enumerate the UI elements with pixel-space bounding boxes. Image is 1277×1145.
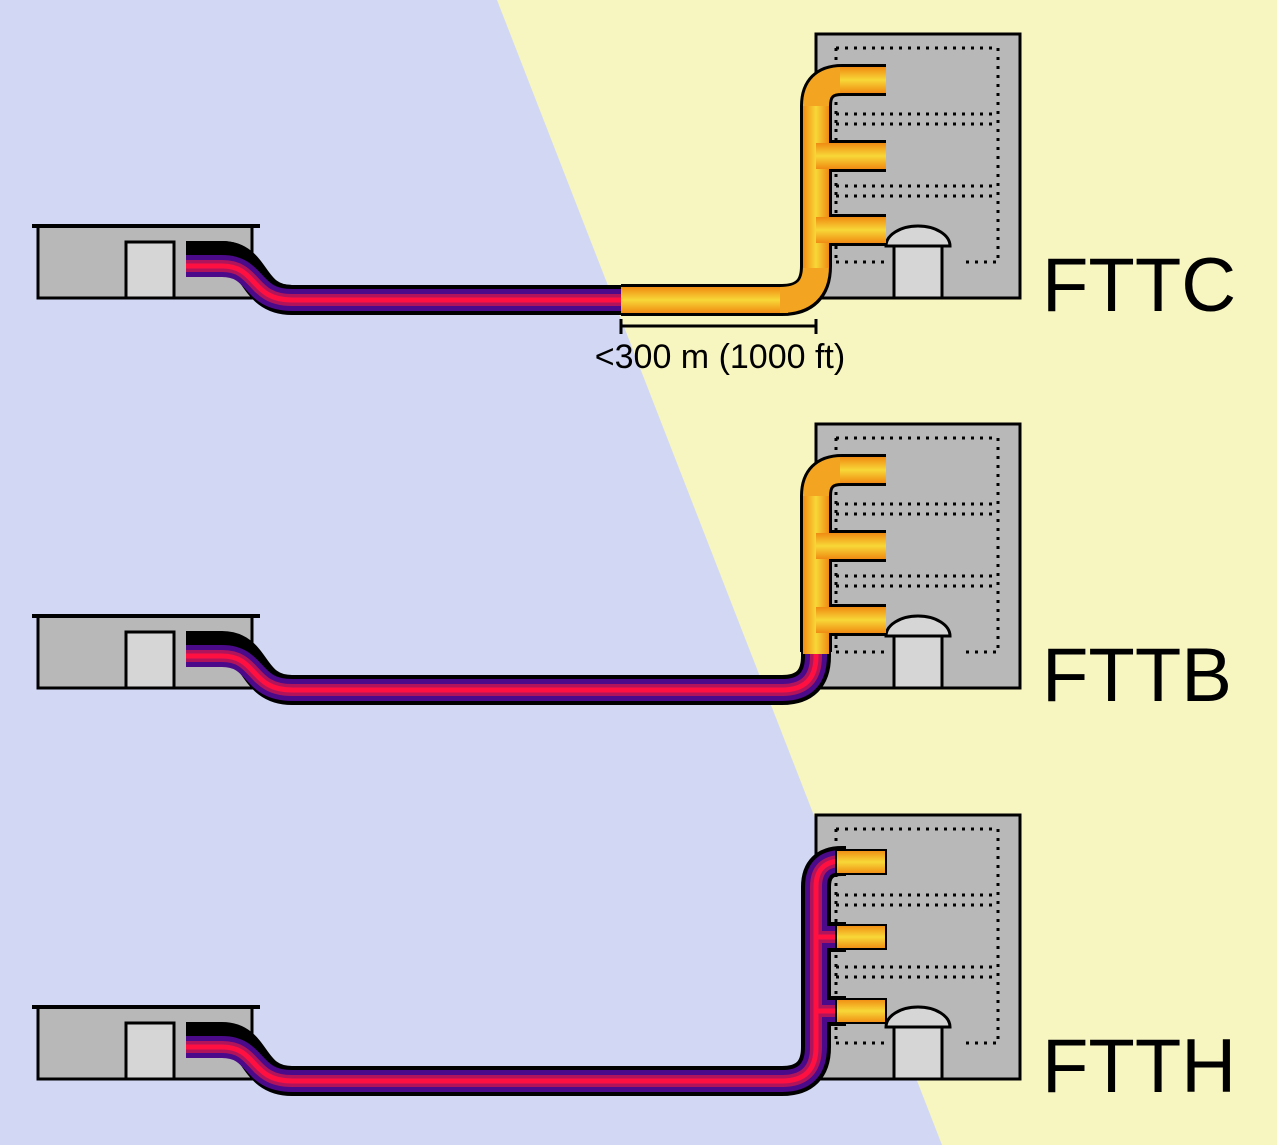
central-office-door <box>124 1021 176 1081</box>
fttb-label: FTTB <box>1042 633 1232 718</box>
copper-cable <box>835 849 887 1024</box>
ftth-label: FTTH <box>1042 1024 1236 1109</box>
copper-cable <box>800 454 886 654</box>
copper-cable <box>621 64 886 316</box>
fttc-label: FTTC <box>1042 243 1236 328</box>
fiber-cable <box>186 631 831 705</box>
central-office <box>32 224 260 300</box>
distance-label: <300 m (1000 ft) <box>595 338 845 376</box>
central-office-door <box>124 630 176 690</box>
central-office-door <box>124 240 176 300</box>
ftth-diagram: FTTH <box>32 813 1236 1109</box>
building-entrance <box>884 224 952 300</box>
fttb-diagram: FTTB <box>32 422 1232 718</box>
fiber-cable <box>186 241 621 315</box>
distance-marker: <300 m (1000 ft) <box>595 319 845 376</box>
apartment-building <box>814 813 1022 1081</box>
building-entrance <box>884 614 952 690</box>
building-entrance <box>884 1005 952 1081</box>
fttc-diagram: <300 m (1000 ft) FTTC <box>32 32 1236 376</box>
